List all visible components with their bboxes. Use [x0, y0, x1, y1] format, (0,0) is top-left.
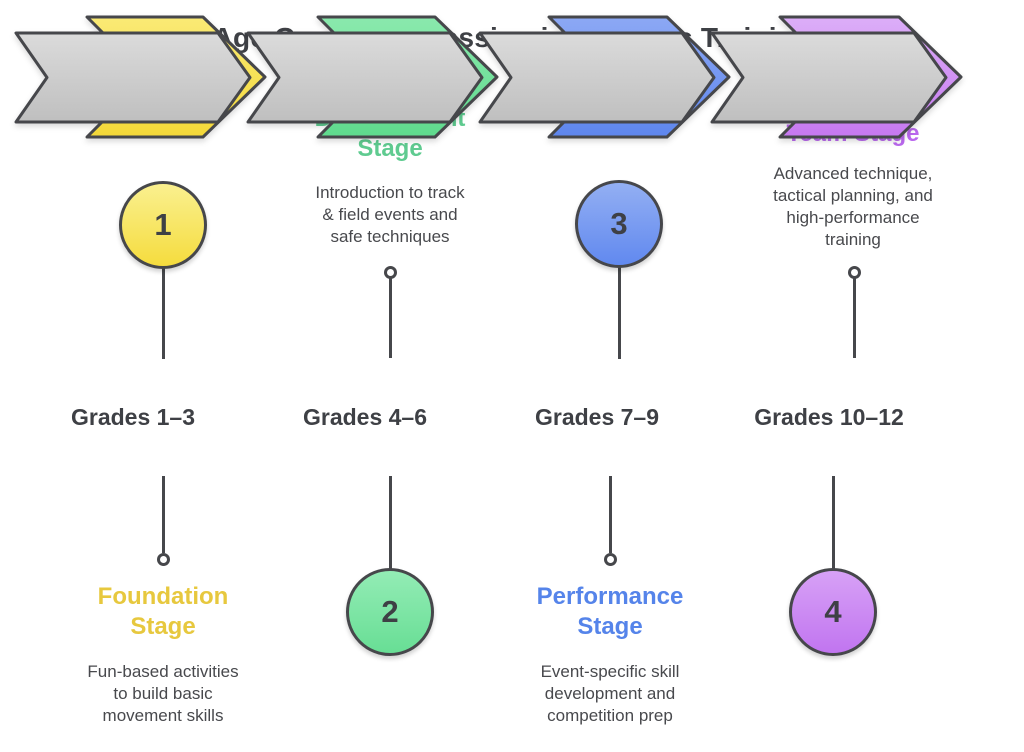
stage-circle-2: 2: [346, 568, 434, 656]
connector-line-stage2-bottom: [388, 476, 392, 570]
connector-dot-performance: [603, 553, 617, 566]
grade-label-4-6: Grades 4–6: [302, 404, 428, 430]
connector-line-stage4-bottom: [831, 476, 835, 570]
stage-name-foundation: Foundation Stage: [97, 583, 229, 640]
connector-line-stage3-bottom: [608, 476, 612, 553]
grade-label-1-3: Grades 1–3: [70, 404, 196, 430]
stage-description-foundation: Fun-based activities to build basic move…: [87, 662, 239, 725]
stage-description-elite: Advanced technique, tactical planning, a…: [773, 164, 933, 249]
stage-name-performance: Performance Stage: [536, 583, 684, 640]
grade-label-10-12: Grades 10–12: [754, 404, 904, 430]
connector-dot-development: [383, 266, 397, 279]
arrow-grades-1-3: [14, 31, 252, 124]
arrow-grades-7-9: [478, 31, 716, 124]
stage-circle-3: 3: [575, 180, 663, 268]
stage-number-4: 4: [824, 594, 842, 629]
connector-line-stage3-top: [617, 266, 621, 359]
arrow-grades-4-6: [246, 31, 484, 124]
connector-line-stage2-top: [388, 277, 392, 358]
connector-line-stage1-bottom: [161, 476, 165, 553]
connector-line-stage1-top: [161, 267, 165, 359]
stage-circle-4: 4: [789, 568, 877, 656]
stage-number-2: 2: [381, 594, 399, 629]
stage-description-development: Introduction to track & field events and…: [315, 183, 465, 246]
timeline-arrow-graphic: [14, 15, 963, 139]
arrow-grades-10-12: [710, 31, 948, 124]
stage-description-performance: Event-specific skill development and com…: [540, 662, 680, 725]
connector-dot-elite: [847, 266, 861, 279]
connector-dot-foundation: [156, 553, 170, 566]
stage-number-1: 1: [154, 207, 172, 242]
connector-line-stage4-top: [852, 277, 856, 358]
stage-number-3: 3: [610, 206, 628, 241]
grade-label-7-9: Grades 7–9: [534, 404, 660, 430]
stage-circle-1: 1: [119, 181, 207, 269]
